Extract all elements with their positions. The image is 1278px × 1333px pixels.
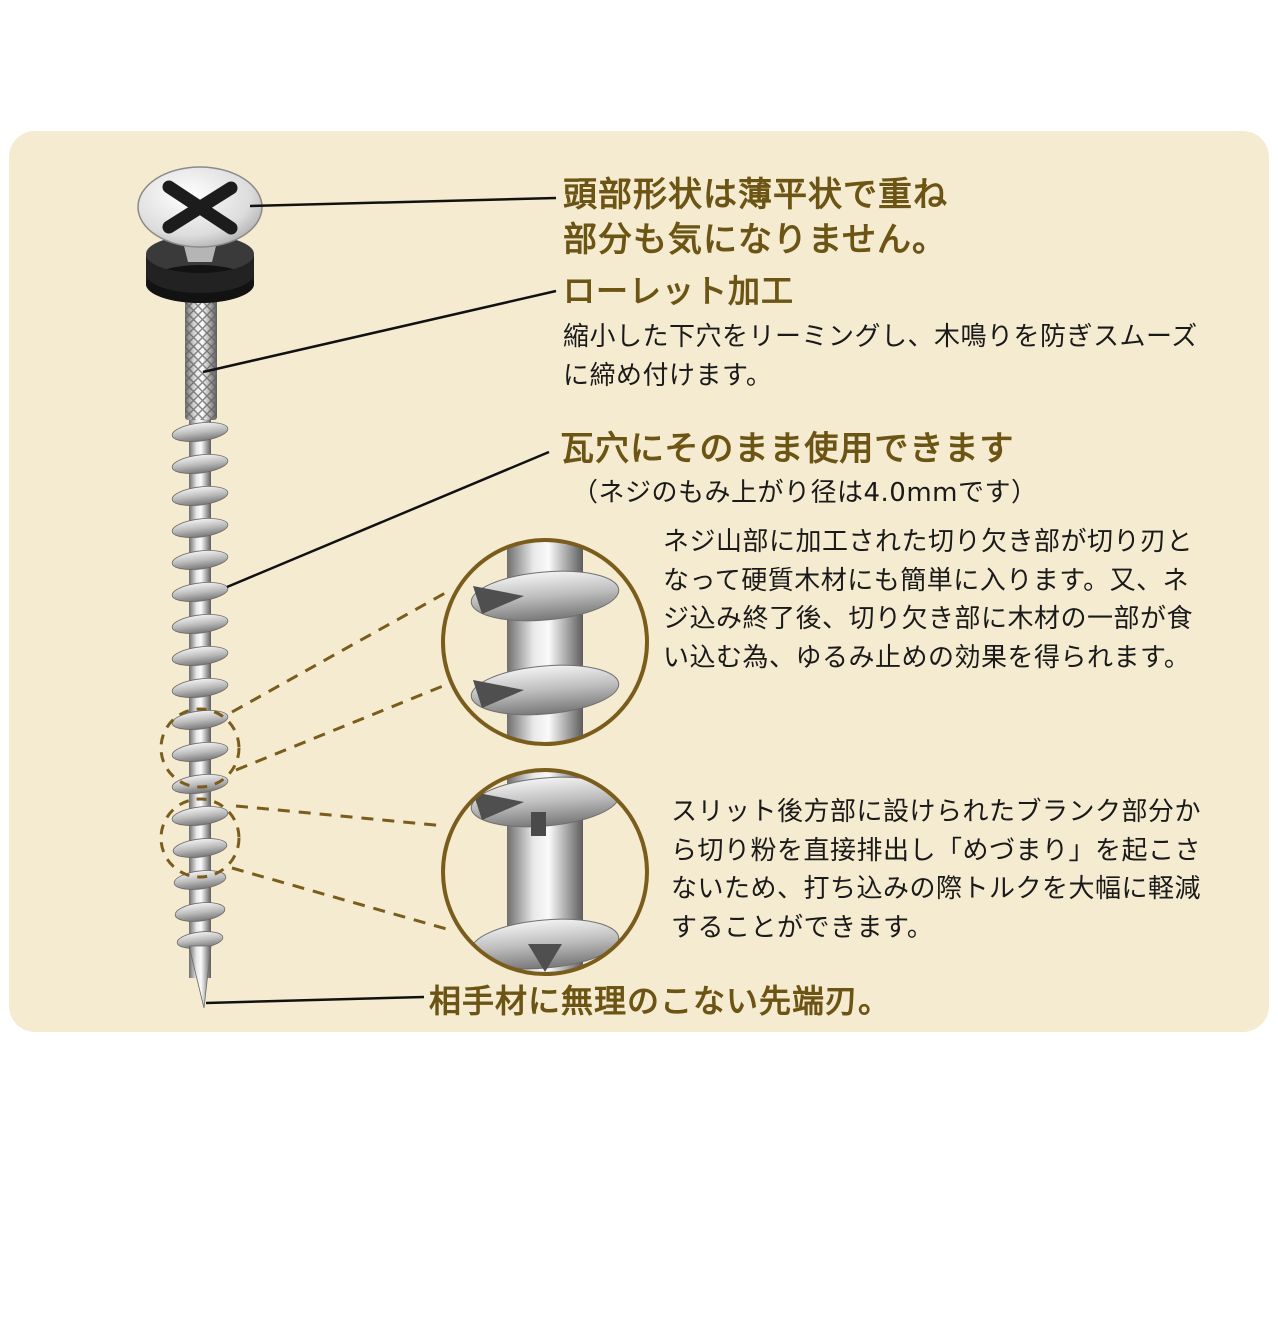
- text-line: い込む為、ゆるみ止めの効果を得られます。: [663, 642, 1191, 673]
- zoom-region-circles: [159, 707, 241, 879]
- callout-line-tip: [205, 995, 425, 1005]
- zoom-region-circle-2: [159, 797, 241, 879]
- text-line: ら切り粉を直接排出し「めづまり」を起こさ: [671, 835, 1202, 866]
- callout-lines: [202, 196, 557, 1005]
- detail-view-1: [441, 538, 649, 746]
- zoom-region-circle-1: [159, 707, 241, 789]
- detail-view-2: [441, 768, 649, 976]
- callout-line-head: [249, 196, 557, 208]
- zoom-connector-lines: [231, 590, 451, 932]
- callout-line-knurl: [202, 289, 557, 374]
- text-line: ネジ山部に加工された切り欠き部が切り刃と: [663, 527, 1194, 557]
- rubber-washer: [146, 235, 254, 303]
- slit-detail-paragraph: スリット後方部に設けられたブランク部分か ら切り粉を直接排出し「めづまり」を起こ…: [671, 793, 1201, 947]
- text-line: に締め付けます。: [563, 360, 773, 391]
- text-line: なって硬質木材にも簡単に入ります。又、ネ: [663, 565, 1190, 596]
- text-line: ジ込み終了後、切り欠き部に木材の一部が食: [663, 604, 1194, 634]
- text-line: スリット後方部に設けられたブランク部分か: [671, 797, 1202, 827]
- text-line: 頭部形状は薄平状で重ね: [563, 175, 948, 215]
- tile-hole-subtitle: （ネジのもみ上がり径は4.0mmです）: [572, 478, 1038, 508]
- callout-line-hole: [226, 450, 550, 589]
- screw-threads: [171, 422, 229, 949]
- screw-head: [137, 166, 263, 262]
- head-shape-heading: 頭部形状は薄平状で重ね 部分も気になりません。: [563, 173, 948, 263]
- knurled-shank: [185, 292, 217, 420]
- tile-hole-heading: 瓦穴にそのまま使用できます: [560, 429, 1015, 469]
- knurl-description: 縮小した下穴をリーミングし、木鳴りを防ぎスムーズ に締め付けます。: [563, 318, 1198, 395]
- tip-heading: 相手材に無理のこない先端刃。: [429, 982, 892, 1020]
- notch-detail-paragraph: ネジ山部に加工された切り欠き部が切り刃と なって硬質木材にも簡単に入ります。又、…: [663, 523, 1193, 677]
- text-line: 部分も気になりません。: [563, 220, 947, 260]
- screw-tip: [188, 945, 212, 1009]
- text-line: することができます。: [671, 912, 934, 943]
- screw-illustration: [137, 166, 263, 1009]
- text-line: 縮小した下穴をリーミングし、木鳴りを防ぎスムーズ: [563, 322, 1198, 352]
- knurl-heading: ローレット加工: [563, 272, 795, 310]
- phillips-cross-icon: [162, 180, 238, 235]
- text-line: ないため、打ち込みの際トルクを大幅に軽減: [671, 874, 1202, 904]
